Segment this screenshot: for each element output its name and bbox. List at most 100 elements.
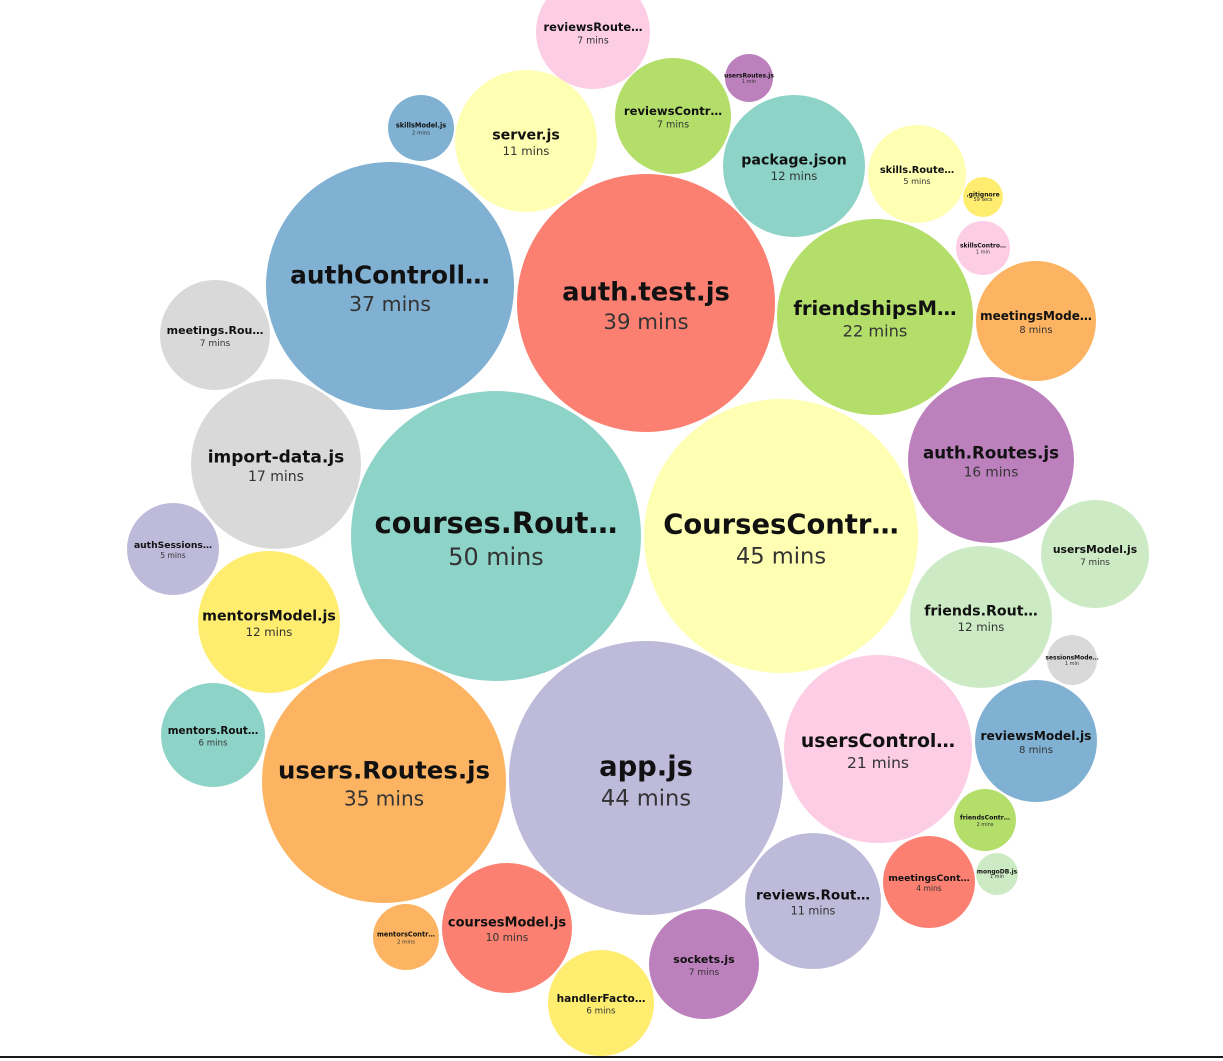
bubble[interactable]: sockets.js 7 mins — [649, 909, 759, 1019]
bubble[interactable]: usersRoutes.js1 min — [724, 54, 774, 102]
bubble-circle[interactable] — [777, 219, 973, 415]
bubble[interactable]: usersControl…21 mins — [784, 655, 972, 843]
bubble[interactable]: meetings.Rou…7 mins — [160, 280, 270, 390]
bubble[interactable]: mentorsContr…2 mins — [373, 904, 439, 970]
bubble-circle[interactable] — [954, 789, 1016, 851]
bubble-circle[interactable] — [548, 950, 654, 1056]
bubble-circle[interactable] — [615, 58, 731, 174]
bubble-label: users.Routes.js — [278, 756, 490, 785]
bubble[interactable]: friends.Rout…12 mins — [910, 546, 1052, 688]
bubble-value: 17 mins — [248, 469, 304, 485]
bubble-circle[interactable] — [536, 0, 650, 89]
bubble-circle[interactable] — [455, 70, 597, 212]
bubble-circle[interactable] — [191, 379, 361, 549]
bubble-value: 35 mins — [344, 786, 424, 810]
bubble[interactable]: mongoDB.js1 min — [976, 853, 1018, 895]
bubble[interactable]: CoursesContr…45 mins — [644, 399, 918, 673]
bubble-circle[interactable] — [963, 177, 1003, 217]
bubble[interactable]: courses.Rout…50 mins — [351, 391, 641, 681]
bubble-circle[interactable] — [160, 280, 270, 390]
bubble[interactable]: reviews.Rout…11 mins — [745, 833, 881, 969]
bubble[interactable]: reviewsRoute…7 mins — [536, 0, 650, 89]
bubble[interactable]: auth.test.js 39 mins — [517, 174, 775, 432]
bubble-circle[interactable] — [976, 853, 1018, 895]
bubble-circle[interactable] — [956, 221, 1010, 275]
bubble-circle[interactable] — [868, 125, 966, 223]
bubble[interactable]: import-data.js 17 mins — [191, 379, 361, 549]
bubble-circle[interactable] — [784, 655, 972, 843]
bubble-label: usersControl… — [801, 731, 955, 752]
bubble-circle[interactable] — [723, 95, 865, 237]
bubble-label: reviewsModel.js — [981, 729, 1092, 743]
bubble[interactable]: authSessions…5 mins — [127, 503, 219, 595]
bubble-value: 12 mins — [958, 620, 1005, 634]
bubble-label: auth.test.js — [562, 277, 730, 307]
bubble-circle[interactable] — [908, 377, 1074, 543]
bubble-circle[interactable] — [1047, 635, 1097, 685]
bubble-circle[interactable] — [644, 399, 918, 673]
bubble[interactable]: skillsContro…1 min — [956, 221, 1010, 275]
bubble-circle[interactable] — [910, 546, 1052, 688]
bubble-circle[interactable] — [975, 680, 1097, 802]
bubble[interactable]: skills.Route…5 mins — [868, 125, 966, 223]
bubble-label: mentors.Rout… — [168, 725, 259, 737]
bubble-circle[interactable] — [388, 95, 454, 161]
bubble-value: 22 mins — [843, 322, 908, 341]
bubble-value: 16 mins — [964, 465, 1019, 481]
bubble-value: 7 mins — [1080, 558, 1110, 568]
bubble-label: skillsModel.js — [396, 121, 446, 129]
bubble-value: 1 min — [990, 874, 1004, 880]
bubble[interactable]: mentors.Rout…6 mins — [161, 683, 265, 787]
bubble[interactable]: reviewsContr…7 mins — [615, 58, 731, 174]
bubble[interactable]: sessionsMode…1 min — [1045, 635, 1099, 685]
bubble[interactable]: meetingsCont…4 mins — [883, 836, 975, 928]
bubble-value: 8 mins — [1019, 325, 1052, 336]
bubble-circle[interactable] — [649, 909, 759, 1019]
bubble-label: meetingsCont… — [888, 873, 969, 884]
bubble-circle[interactable] — [161, 683, 265, 787]
bubble-label: import-data.js — [208, 447, 345, 467]
bubble[interactable]: reviewsModel.js8 mins — [975, 680, 1097, 802]
bubble-circle[interactable] — [198, 551, 340, 693]
bubble-circle[interactable] — [1041, 500, 1149, 608]
bubble[interactable]: handlerFacto…6 mins — [548, 950, 654, 1056]
bubble-circle[interactable] — [266, 162, 514, 410]
bubble-label: skillsContro… — [960, 242, 1006, 249]
bubble[interactable]: friendsContr…2 mins — [954, 789, 1016, 851]
bottom-border — [0, 1056, 1223, 1058]
bubble-circle[interactable] — [725, 54, 773, 102]
bubble-circle[interactable] — [883, 836, 975, 928]
bubble-label: handlerFacto… — [557, 993, 646, 1005]
bubble-circle[interactable] — [745, 833, 881, 969]
bubble-label: authControll… — [290, 261, 490, 290]
bubble-label: sockets.js — [673, 953, 735, 966]
bubble-circle[interactable] — [976, 261, 1096, 381]
bubble-value: 39 mins — [603, 310, 688, 335]
bubble-circle[interactable] — [127, 503, 219, 595]
bubble[interactable]: usersModel.js 7 mins — [1041, 500, 1149, 608]
bubble-label: sessionsMode… — [1045, 655, 1098, 662]
bubble[interactable]: authControll…37 mins — [266, 162, 514, 410]
bubble-label: usersModel.js — [1053, 543, 1137, 556]
bubble-circle[interactable] — [442, 863, 572, 993]
bubble-label: authSessions… — [134, 540, 212, 551]
bubble-circle[interactable] — [517, 174, 775, 432]
bubble[interactable]: meetingsMode… 8 mins — [976, 261, 1096, 381]
bubble-circle[interactable] — [262, 659, 506, 903]
bubble[interactable]: friendshipsM…22 mins — [777, 219, 973, 415]
bubble-label: meetingsMode… — [980, 309, 1092, 323]
bubble-value: 7 mins — [689, 968, 720, 978]
bubble-circle[interactable] — [373, 904, 439, 970]
bubble-value: 44 mins — [601, 785, 691, 811]
bubble-circle[interactable] — [351, 391, 641, 681]
bubble-circle[interactable] — [509, 641, 783, 915]
bubble[interactable]: skillsModel.js2 mins — [388, 95, 454, 161]
